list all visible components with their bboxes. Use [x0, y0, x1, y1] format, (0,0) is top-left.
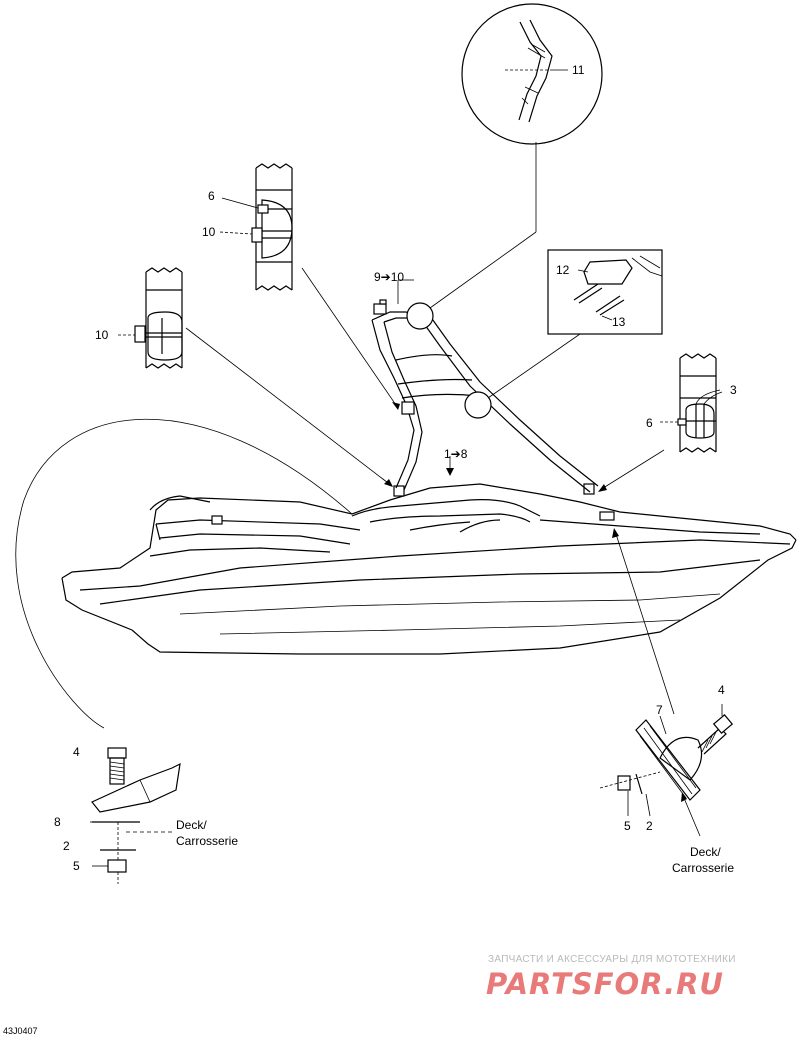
- detail-box-12-13: [547, 249, 663, 335]
- fastener-assembly-right: [599, 704, 734, 837]
- tower-illustration: [371, 299, 599, 493]
- leader-lines: [15, 142, 675, 729]
- label-5-right: 5: [624, 819, 631, 833]
- detail-fastener-right: [660, 353, 723, 453]
- label-6-right: 6: [646, 416, 653, 430]
- label-10-upper: 10: [202, 225, 216, 239]
- watermark: ЗАПЧАСТИ И АКСЕССУАРЫ ДЛЯ МОТОТЕХНИКИ PA…: [486, 954, 736, 1001]
- label-4-left: 4: [73, 745, 80, 759]
- label-deck-left: Deck/: [176, 818, 207, 832]
- label-9-10: 9➔10: [374, 270, 404, 284]
- label-11: 11: [572, 63, 585, 77]
- label-5-left: 5: [73, 859, 80, 873]
- label-2-left: 2: [63, 839, 70, 853]
- detail-fastener-left: [118, 267, 183, 369]
- label-13: 13: [612, 315, 626, 329]
- label-3: 3: [730, 383, 737, 397]
- label-6-upper: 6: [208, 189, 215, 203]
- label-7: 7: [656, 703, 663, 717]
- detail-fastener-upper: [219, 163, 293, 291]
- drawing-code: 43J0407: [3, 1026, 38, 1036]
- label-10-left: 10: [95, 328, 109, 342]
- watermark-tagline: ЗАПЧАСТИ И АКСЕССУАРЫ ДЛЯ МОТОТЕХНИКИ: [488, 954, 736, 965]
- label-4-right: 4: [718, 683, 725, 697]
- label-carrosserie-right: Carrosserie: [672, 861, 734, 875]
- label-deck-right: Deck/: [690, 845, 721, 859]
- label-2-right: 2: [646, 819, 653, 833]
- detail-circle-11: [461, 3, 603, 145]
- watermark-brand: PARTSFOR.RU: [486, 967, 724, 1001]
- part-labels: 11 9➔10 6 10 10 12 13 3 6 1➔8 4 8 2 5 De…: [54, 63, 737, 875]
- label-12: 12: [556, 263, 570, 277]
- fastener-stack-left: [90, 747, 181, 884]
- boat-illustration: [61, 483, 797, 655]
- label-carrosserie-left: Carrosserie: [176, 834, 238, 848]
- label-1-8: 1➔8: [444, 447, 468, 461]
- label-8: 8: [54, 815, 61, 829]
